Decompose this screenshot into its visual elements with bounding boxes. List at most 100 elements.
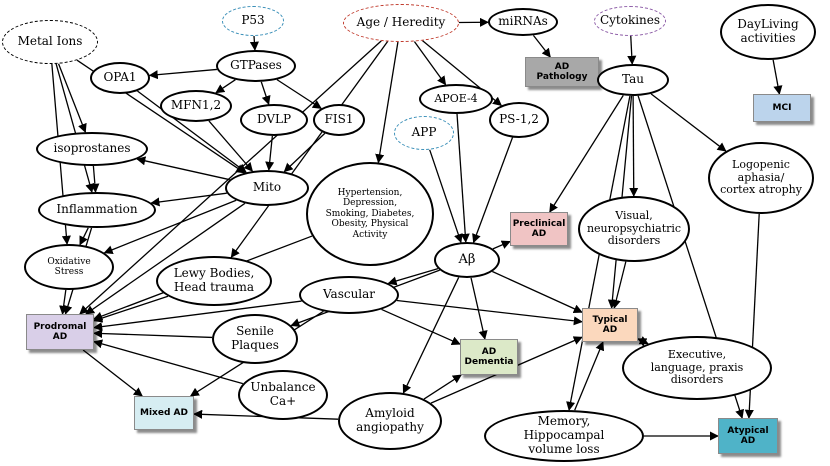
edge-age_heredity-to-apoe4 xyxy=(413,41,447,86)
node-oxidative-stress-label: Oxidative Stress xyxy=(47,256,91,277)
node-senile-plaques: Senile Plaques xyxy=(212,314,298,364)
box-atypical-ad: Atypical AD xyxy=(718,418,778,454)
edge-tau-to-preclinical_ad xyxy=(549,95,624,213)
node-apoe4-label: APOE-4 xyxy=(434,91,478,105)
edge-metal_ions-to-inflammation xyxy=(55,63,95,193)
node-cytokines: Cytokines xyxy=(594,6,666,36)
edge-tau-to-logopenic xyxy=(650,93,727,152)
edge-dvlp-to-mito xyxy=(265,135,275,171)
node-opa1: OPA1 xyxy=(90,62,150,94)
node-executive-disorders: Executive, language, praxis disorders xyxy=(622,336,772,400)
edge-age_heredity-to-hypertension xyxy=(375,41,399,164)
node-lewy-bodies: Lewy Bodies, Head trauma xyxy=(156,256,272,306)
node-inflammation: Inflammation xyxy=(38,192,156,228)
edge-vascular-to-typical_ad xyxy=(396,299,583,326)
edge-age_heredity-to-lewy xyxy=(230,41,389,258)
edge-abeta-to-typical_ad xyxy=(492,270,583,314)
node-isoprostanes-label: isoprostanes xyxy=(53,141,131,156)
node-tau: Tau xyxy=(597,64,669,96)
edge-abeta-to-amyloid xyxy=(402,277,460,394)
edge-app-to-abeta xyxy=(429,149,463,244)
edge-tau-to-visual xyxy=(629,95,639,197)
node-dayliving-label: DayLiving activities xyxy=(737,17,799,45)
node-mfn12-label: MFN1,2 xyxy=(170,98,222,113)
node-senile-label: Senile Plaques xyxy=(231,324,279,352)
box-ad-dementia: AD Dementia xyxy=(460,339,518,375)
node-mirnas-label: miRNAs xyxy=(498,14,548,29)
box-mci-label: MCI xyxy=(772,102,792,113)
edge-senile-to-prodromal_ad xyxy=(93,328,213,339)
node-inflammation-label: Inflammation xyxy=(56,202,138,217)
node-app-label: APP xyxy=(411,125,437,140)
edge-oxidative_stress-to-prodromal_ad xyxy=(59,289,69,315)
box-atypical-ad-label: Atypical AD xyxy=(727,425,769,446)
node-amyloid-label: Amyloid angiopathy xyxy=(356,406,424,434)
node-gtpases-label: GTPases xyxy=(230,58,282,73)
node-risk-factors: Hypertension, Depression, Smoking, Diabe… xyxy=(306,162,434,266)
box-typical-ad: Typical AD xyxy=(582,308,638,342)
node-executive-label: Executive, language, praxis disorders xyxy=(650,348,744,387)
node-gtpases: GTPases xyxy=(216,50,296,82)
box-typical-ad-label: Typical AD xyxy=(592,314,628,335)
box-mci: MCI xyxy=(753,94,811,122)
node-risk-factors-label: Hypertension, Depression, Smoking, Diabe… xyxy=(325,188,415,240)
node-lewy-label: Lewy Bodies, Head trauma xyxy=(173,266,255,294)
node-apoe4: APOE-4 xyxy=(419,84,493,114)
edge-memory-to-typical_ad xyxy=(574,341,605,411)
node-mirnas: miRNAs xyxy=(488,8,558,36)
box-mixed-ad: Mixed AD xyxy=(134,396,194,430)
edge-p53-to-gtpases xyxy=(249,35,259,51)
node-metal-ions: Metal Ions xyxy=(2,20,98,64)
box-preclinical-ad: Preclinical AD xyxy=(510,212,568,246)
edge-apoe4-to-abeta xyxy=(456,113,470,243)
node-isoprostanes: isoprostanes xyxy=(36,132,148,166)
box-ad-pathology: AD Pathology xyxy=(525,57,599,87)
box-ad-dementia-label: AD Dementia xyxy=(464,346,514,367)
edge-mito-to-inflammation xyxy=(150,192,227,207)
box-prodromal-ad: Prodromal AD xyxy=(26,314,94,350)
node-app: APP xyxy=(394,116,454,150)
node-memory-loss: Memory, Hippocampal volume loss xyxy=(484,410,644,462)
node-age-heredity: Age / Heredity xyxy=(343,4,459,42)
edge-opa1-to-mito xyxy=(137,90,247,173)
edge-mito-to-prodromal_ad xyxy=(85,202,246,315)
edge-abeta-to-preclinical_ad xyxy=(492,240,511,250)
edge-gtpases-to-dvlp xyxy=(260,81,271,106)
edge-mirnas-to-ad_pathology xyxy=(532,34,551,58)
node-metal-ions-label: Metal Ions xyxy=(17,34,83,49)
node-dayliving-activities: DayLiving activities xyxy=(720,4,816,60)
edge-fis1-to-mito xyxy=(283,132,326,173)
edge-unbalance-to-prodromal_ad xyxy=(93,339,244,385)
node-fis1: FIS1 xyxy=(313,104,365,136)
edge-dayliving-to-mci xyxy=(772,59,783,95)
edge-mito-to-isoprostanes xyxy=(136,156,230,181)
edge-vascular-to-ad_dementia xyxy=(381,308,461,346)
box-preclinical-ad-label: Preclinical AD xyxy=(512,218,566,239)
node-unbalance-ca: Unbalance Ca+ xyxy=(238,370,328,420)
node-fis1-label: FIS1 xyxy=(324,112,354,127)
edge-inflammation-to-oxidative_stress xyxy=(79,227,89,246)
edge-abeta-to-vascular xyxy=(387,267,439,286)
edge-gtpases-to-fis1 xyxy=(276,79,322,109)
node-vascular: Vascular xyxy=(299,276,399,314)
node-mito-label: Mito xyxy=(252,180,282,195)
node-visual-label: Visual, neuropsychiatric disorders xyxy=(586,209,682,248)
node-visual-neuropsychiatric: Visual, neuropsychiatric disorders xyxy=(578,196,690,262)
node-mfn12: MFN1,2 xyxy=(160,90,232,122)
node-p53: P53 xyxy=(222,6,284,36)
node-opa1-label: OPA1 xyxy=(103,70,137,85)
node-age-heredity-label: Age / Heredity xyxy=(356,15,446,30)
box-mixed-ad-label: Mixed AD xyxy=(140,407,188,418)
node-amyloid-angiopathy: Amyloid angiopathy xyxy=(338,392,442,450)
edge-amyloid-to-ad_dementia xyxy=(423,374,462,400)
node-ps12: PS-1,2 xyxy=(489,102,549,138)
edge-cytokines-to-tau xyxy=(627,35,637,65)
node-mito: Mito xyxy=(225,170,309,206)
edge-mito-to-oxidative_stress xyxy=(103,199,237,255)
edge-ps12-to-abeta xyxy=(472,137,514,244)
edge-vascular-to-prodromal_ad xyxy=(93,300,302,332)
edge-lewy-to-prodromal_ad xyxy=(93,295,169,323)
edge-gtpases-to-opa1 xyxy=(148,68,217,80)
box-prodromal-ad-label: Prodromal AD xyxy=(33,321,87,342)
node-cytokines-label: Cytokines xyxy=(599,13,661,28)
